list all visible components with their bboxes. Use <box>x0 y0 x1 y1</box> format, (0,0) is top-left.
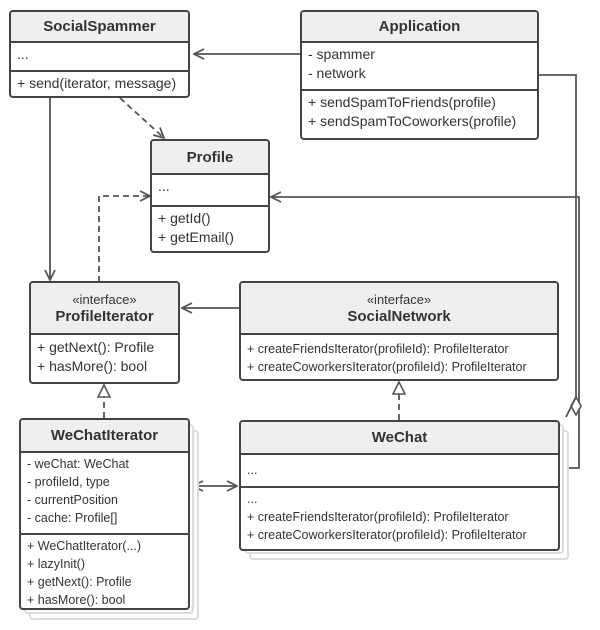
class-application: Application - spammer - network + sendSp… <box>300 10 539 140</box>
fields-section: - spammer - network <box>302 43 537 91</box>
class-profile: Profile ... + getId() + getEmail() <box>150 139 270 253</box>
method: + createFriendsIterator(profileId): Prof… <box>247 510 509 524</box>
method: + getEmail() <box>158 229 234 245</box>
class-header: Profile <box>152 141 268 175</box>
class-header: WeChat <box>241 422 558 455</box>
class-header: SocialSpammer <box>11 12 188 43</box>
class-header: «interface» SocialNetwork <box>241 283 557 335</box>
methods-section: + sendSpamToFriends(profile) + sendSpamT… <box>302 91 537 133</box>
fields-section: ... <box>11 43 188 72</box>
interface-profile-iterator: «interface» ProfileIterator + getNext():… <box>29 281 180 384</box>
edge-profileiterator-profile <box>98 196 150 282</box>
methods-section: + getId() + getEmail() <box>152 207 268 249</box>
field: - cache: Profile[] <box>27 511 118 525</box>
field: - weChat: WeChat <box>27 457 129 471</box>
field: - network <box>308 65 366 81</box>
class-header: WeChatIterator <box>21 420 188 453</box>
method: + getNext(): Profile <box>27 575 132 589</box>
method: + getId() <box>158 210 211 226</box>
class-header: «interface» ProfileIterator <box>31 283 178 335</box>
class-name: WeChatIterator <box>50 427 159 444</box>
class-wechat-iterator: WeChatIterator - weChat: WeChat - profil… <box>19 418 190 610</box>
fields-section: - weChat: WeChat - profileId, type - cur… <box>21 453 188 535</box>
method: + getNext(): Profile <box>37 339 155 355</box>
methods-section: + getNext(): Profile + hasMore(): bool <box>31 335 178 378</box>
method: + lazyInit() <box>27 557 86 571</box>
class-name: ProfileIterator <box>55 307 154 325</box>
method: + sendSpamToCoworkers(profile) <box>308 113 517 129</box>
field: ... <box>247 463 258 477</box>
method: + createCoworkersIterator(profileId): Pr… <box>247 360 527 374</box>
methods-section: + send(iterator, message) <box>11 72 188 95</box>
methods-section: + WeChatIterator(...) + lazyInit() + get… <box>21 535 188 608</box>
class-social-spammer: SocialSpammer ... + send(iterator, messa… <box>9 10 190 98</box>
interface-social-network: «interface» SocialNetwork + createFriend… <box>239 281 559 381</box>
class-name: SocialNetwork <box>347 307 451 325</box>
method: + hasMore(): bool <box>27 593 126 607</box>
field: - spammer <box>308 46 375 62</box>
field: - currentPosition <box>27 493 119 507</box>
field: ... <box>158 178 170 194</box>
edge-socialspammer-profile <box>119 97 164 138</box>
edge-wechat-profile <box>271 197 580 469</box>
methods-section: + createFriendsIterator(profileId): Prof… <box>241 335 557 378</box>
edge-application-wechat <box>539 74 576 397</box>
class-wechat: WeChat ... ... + createFriendsIterator(p… <box>239 420 560 551</box>
method: + createCoworkersIterator(profileId): Pr… <box>247 528 527 542</box>
class-name: Application <box>378 18 461 35</box>
field: - profileId, type <box>27 475 110 489</box>
fields-section: ... <box>241 455 558 488</box>
class-header: Application <box>302 12 537 43</box>
method: + sendSpamToFriends(profile) <box>308 94 496 110</box>
stereotype-label: «interface» <box>366 291 432 307</box>
class-name: SocialSpammer <box>43 18 156 35</box>
edge-application-wechat-tail <box>565 396 577 418</box>
method: + send(iterator, message) <box>17 75 177 91</box>
field: ... <box>17 46 29 62</box>
method: + WeChatIterator(...) <box>27 539 142 553</box>
stereotype-label: «interface» <box>72 291 137 307</box>
class-name: Profile <box>186 148 234 166</box>
method: + hasMore(): bool <box>37 358 148 374</box>
class-name: WeChat <box>371 429 428 446</box>
method: ... <box>247 492 258 506</box>
method: + createFriendsIterator(profileId): Prof… <box>247 342 509 356</box>
methods-section: ... + createFriendsIterator(profileId): … <box>241 488 558 546</box>
fields-section: ... <box>152 175 268 207</box>
